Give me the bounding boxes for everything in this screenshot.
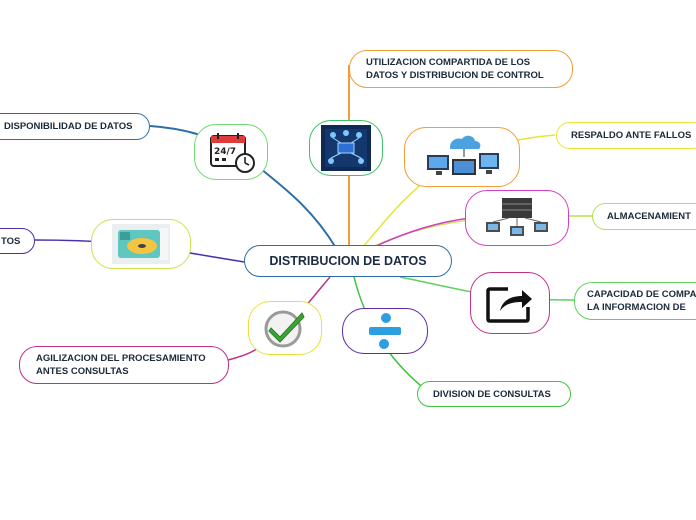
hard-disk-icon <box>112 224 170 264</box>
node-capacidad-line1: CAPACIDAD DE COMPA <box>587 289 696 300</box>
node-utilizacion-line2: DATOS Y DISTRIBUCION DE CONTROL <box>366 70 544 81</box>
node-almacenamiento-label: ALMACENAMIENT <box>607 211 691 222</box>
node-tos-label: TOS <box>1 235 21 247</box>
node-capacidad[interactable]: CAPACIDAD DE COMPA LA INFORMACION DE <box>574 282 696 320</box>
cloud-computers-icon <box>427 135 499 175</box>
calendar-text: 24/7 <box>214 147 236 157</box>
node-agilizacion[interactable]: AGILIZACION DEL PROCESAMIENTO ANTES CONS… <box>19 346 229 384</box>
node-utilizacion-line1: UTILIZACION COMPARTIDA DE LOS <box>366 57 531 68</box>
calendar-clock-icon: 24/7 <box>210 133 255 173</box>
network-image-icon <box>321 125 371 171</box>
node-disponibilidad-label: DISPONIBILIDAD DE DATOS <box>4 121 133 132</box>
connector-servers <box>371 217 471 249</box>
image-node-share[interactable] <box>470 272 550 334</box>
node-capacidad-line2: LA INFORMACION DE <box>587 302 686 313</box>
image-node-network[interactable] <box>309 120 383 176</box>
node-agilizacion-line2: ANTES CONSULTAS <box>36 366 129 377</box>
share-arrow-icon <box>486 287 532 323</box>
divide-icon <box>369 313 401 349</box>
image-node-calendar[interactable]: 24/7 <box>194 124 268 180</box>
check-mark-icon <box>264 310 305 348</box>
node-agilizacion-line1: AGILIZACION DEL PROCESAMIENTO <box>36 353 206 364</box>
node-tos[interactable]: TOS <box>0 228 35 254</box>
image-node-divide[interactable] <box>342 308 428 354</box>
image-node-check[interactable] <box>248 301 322 355</box>
image-node-cloud[interactable] <box>404 127 520 187</box>
central-topic[interactable]: DISTRIBUCION DE DATOS <box>244 245 452 277</box>
node-respaldo[interactable]: RESPALDO ANTE FALLOS <box>556 122 696 149</box>
server-network-icon <box>486 198 548 236</box>
node-division-label: DIVISION DE CONSULTAS <box>433 388 551 400</box>
node-respaldo-label: RESPALDO ANTE FALLOS <box>571 130 692 141</box>
node-division[interactable]: DIVISION DE CONSULTAS <box>417 381 571 407</box>
node-disponibilidad[interactable]: DISPONIBILIDAD DE DATOS <box>0 113 150 140</box>
node-utilizacion[interactable]: UTILIZACION COMPARTIDA DE LOS DATOS Y DI… <box>349 50 573 88</box>
node-almacenamiento[interactable]: ALMACENAMIENT <box>592 203 696 230</box>
central-topic-label: DISTRIBUCION DE DATOS <box>269 254 427 268</box>
image-node-servers[interactable] <box>465 190 569 246</box>
image-node-disk[interactable] <box>91 219 191 269</box>
